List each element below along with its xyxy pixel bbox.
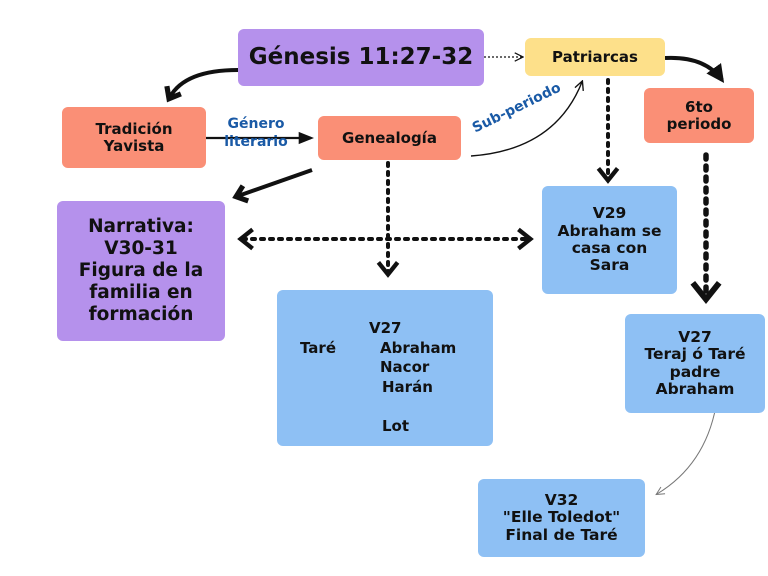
narrativa-node: Narrativa: V30-31 Figura de la familia e…	[57, 201, 225, 341]
v32-line-2: "Elle Toledot"	[502, 508, 621, 527]
v27-family-node	[277, 290, 493, 446]
v29-line-2: Abraham se	[557, 221, 662, 240]
narrativa-line-1: Narrativa:	[88, 215, 194, 237]
v27-node: V27 Teraj ó Taré padre Abraham	[625, 314, 765, 413]
arrow-genealogia-to-narrativa	[232, 168, 313, 204]
v27-line-3: padre	[669, 362, 721, 381]
v27-line-4: Abraham	[655, 379, 735, 398]
tradicion-line-1: Tradición	[95, 119, 173, 138]
v27-family-header: V27	[369, 319, 402, 337]
tree-son-3: Harán	[382, 378, 433, 396]
sexto-line-2: periodo	[666, 114, 732, 133]
tradicion-line-2: Yavista	[103, 136, 165, 155]
genero-line-1: Género	[227, 116, 285, 132]
tree-father: Taré	[300, 339, 336, 357]
arrow-patriarcas-to-6to	[664, 55, 725, 83]
v27-line-1: V27	[678, 327, 712, 346]
v29-line-1: V29	[592, 204, 627, 223]
title-node: Génesis 11:27-32	[238, 29, 484, 86]
tree-grandson: Lot	[382, 417, 410, 435]
arrow-v27-to-v32	[657, 405, 717, 494]
v29-line-3: casa con	[571, 239, 648, 257]
genero-line-2: literario	[224, 133, 288, 150]
narrativa-line-2: V30-31	[104, 237, 178, 259]
genero-literario-label: Género literario	[213, 116, 299, 151]
arrow-title-to-tradicion	[164, 68, 239, 103]
genealogia-node: Genealogía	[318, 116, 461, 160]
v32-node: V32 "Elle Toledot" Final de Taré	[478, 479, 645, 557]
tradicion-node: Tradición Yavista	[62, 107, 206, 168]
genealogia-text: Genealogía	[342, 128, 437, 147]
patriarcas-node: Patriarcas	[525, 38, 665, 76]
sexto-line-1: 6to	[685, 97, 713, 116]
narrativa-line-3: Figura de la	[78, 259, 204, 281]
v29-line-4: Sara	[589, 256, 630, 275]
patriarcas-text: Patriarcas	[552, 47, 638, 66]
title-text: Génesis 11:27-32	[248, 43, 474, 70]
sexto-periodo-node: 6to periodo	[644, 88, 754, 143]
v32-line-1: V32	[544, 490, 579, 509]
v29-node: V29 Abraham se casa con Sara	[542, 186, 677, 294]
arrow-genealogia-to-patriarcas	[470, 82, 582, 157]
v27-line-2: Teraj ó Taré	[644, 345, 746, 364]
tree-son-2: Nacor	[380, 358, 430, 376]
narrativa-line-4: familia en	[89, 282, 193, 304]
v32-line-3: Final de Taré	[505, 525, 618, 544]
tree-son-1: Abraham	[380, 339, 457, 357]
narrativa-line-5: formación	[88, 304, 194, 326]
